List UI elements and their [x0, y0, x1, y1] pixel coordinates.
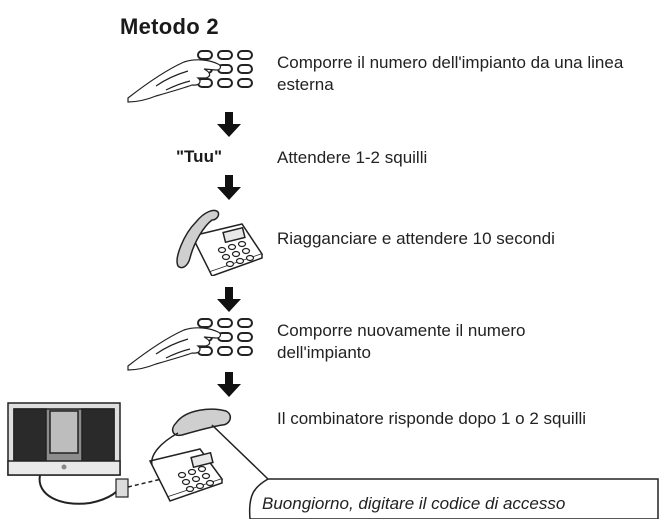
tone-label: "Tuu": [176, 147, 223, 166]
step-4-text: Comporre nuovamente il numero dell'impia…: [277, 321, 526, 362]
control-panel-phone-icon: [7, 402, 659, 519]
step-5-text: Il combinatore risponde dopo 1 o 2 squil…: [277, 409, 587, 428]
diagram-title: Metodo 2: [120, 14, 219, 39]
step-1-text: Comporre il numero dell'impianto da una …: [277, 53, 624, 94]
hand-keypad-icon: [127, 318, 253, 371]
step-2-text: Attendere 1-2 squilli: [277, 148, 428, 167]
step-3-text: Riagganciare e attendere 10 secondi: [277, 229, 555, 248]
telephone-icon: [176, 209, 264, 276]
flow-arrow-down-icon: [217, 287, 241, 312]
speech-bubble-text: Buongiorno, digitare il codice di access…: [262, 494, 566, 513]
flow-arrow-down-icon: [217, 112, 241, 137]
flow-arrow-down-icon: [217, 175, 241, 200]
flow-arrow-down-icon: [217, 372, 241, 397]
hand-keypad-icon: [127, 50, 253, 103]
